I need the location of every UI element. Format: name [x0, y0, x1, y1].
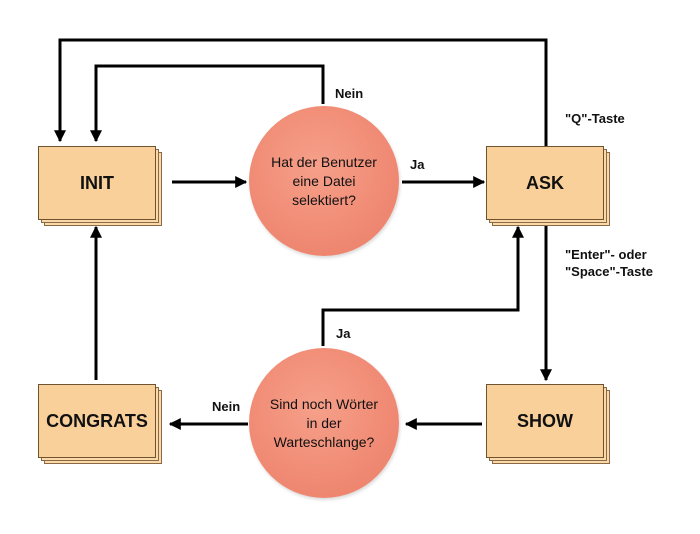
state-init: INIT: [38, 146, 162, 226]
decision-words-in-queue: Sind noch Wörter in der Warteschlange?: [249, 348, 399, 498]
edge-label-top-no: Nein: [335, 86, 364, 101]
arrow-ask-q-to-init: [54, 38, 548, 146]
state-show: SHOW: [486, 384, 610, 464]
state-congrats-label: CONGRATS: [46, 410, 148, 431]
decision-file-selected: Hat der Benutzer eine Datei selektiert?: [249, 106, 399, 256]
edge-label-q-key: "Q"-Taste: [565, 111, 625, 126]
edge-label-top-yes: Ja: [410, 157, 425, 172]
edge-label-enter-space-line2: "Space"-Taste: [565, 264, 653, 279]
edge-label-bottom-no: Nein: [212, 399, 241, 414]
arrow-queue-decision-yes-to-ask: [321, 225, 524, 346]
state-show-label: SHOW: [517, 410, 573, 431]
arrow-file-decision-no-to-init: [90, 64, 325, 143]
decision-file-selected-text: Hat der Benutzer eine Datei selektiert?: [271, 153, 377, 208]
edge-label-bottom-yes: Ja: [336, 326, 351, 341]
edge-label-enter-space-line1: "Enter"- oder: [565, 247, 647, 262]
state-ask: ASK: [486, 146, 610, 226]
state-congrats: CONGRATS: [38, 384, 162, 464]
state-ask-label: ASK: [525, 172, 564, 193]
state-init-label: INIT: [80, 172, 114, 193]
decision-words-in-queue-text: Sind noch Wörter in der Warteschlange?: [269, 395, 379, 450]
